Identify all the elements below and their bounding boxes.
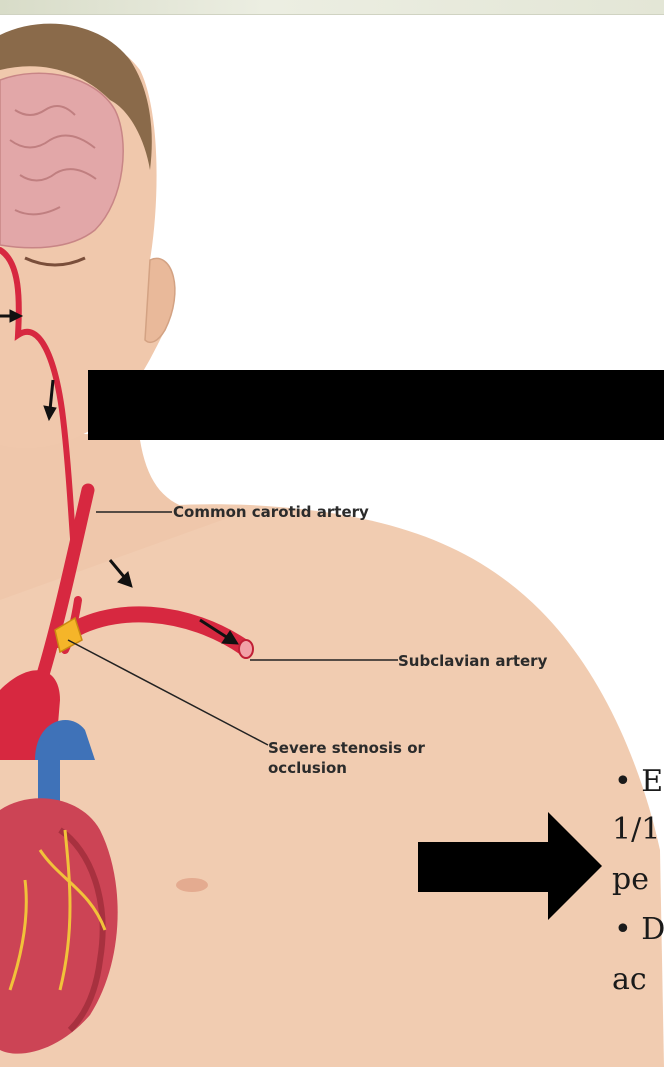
bullet-line-1: • E xyxy=(614,762,663,802)
stenosis-label-line1: Severe stenosis or xyxy=(268,738,425,758)
stenosis-label-line2: occlusion xyxy=(268,758,347,778)
bullet-line-3: pe xyxy=(612,860,649,900)
nipple xyxy=(176,878,208,892)
bullet-line-2: 1/1 xyxy=(612,810,660,850)
subclavian-end xyxy=(239,640,253,658)
subclavian-label: Subclavian artery xyxy=(398,651,547,671)
bullet-line-5: ac xyxy=(612,960,647,1000)
common-carotid-label: Common carotid artery xyxy=(173,502,369,522)
redaction-bar xyxy=(88,370,664,440)
ear xyxy=(145,258,175,342)
bullet-line-4: • D xyxy=(614,910,664,950)
